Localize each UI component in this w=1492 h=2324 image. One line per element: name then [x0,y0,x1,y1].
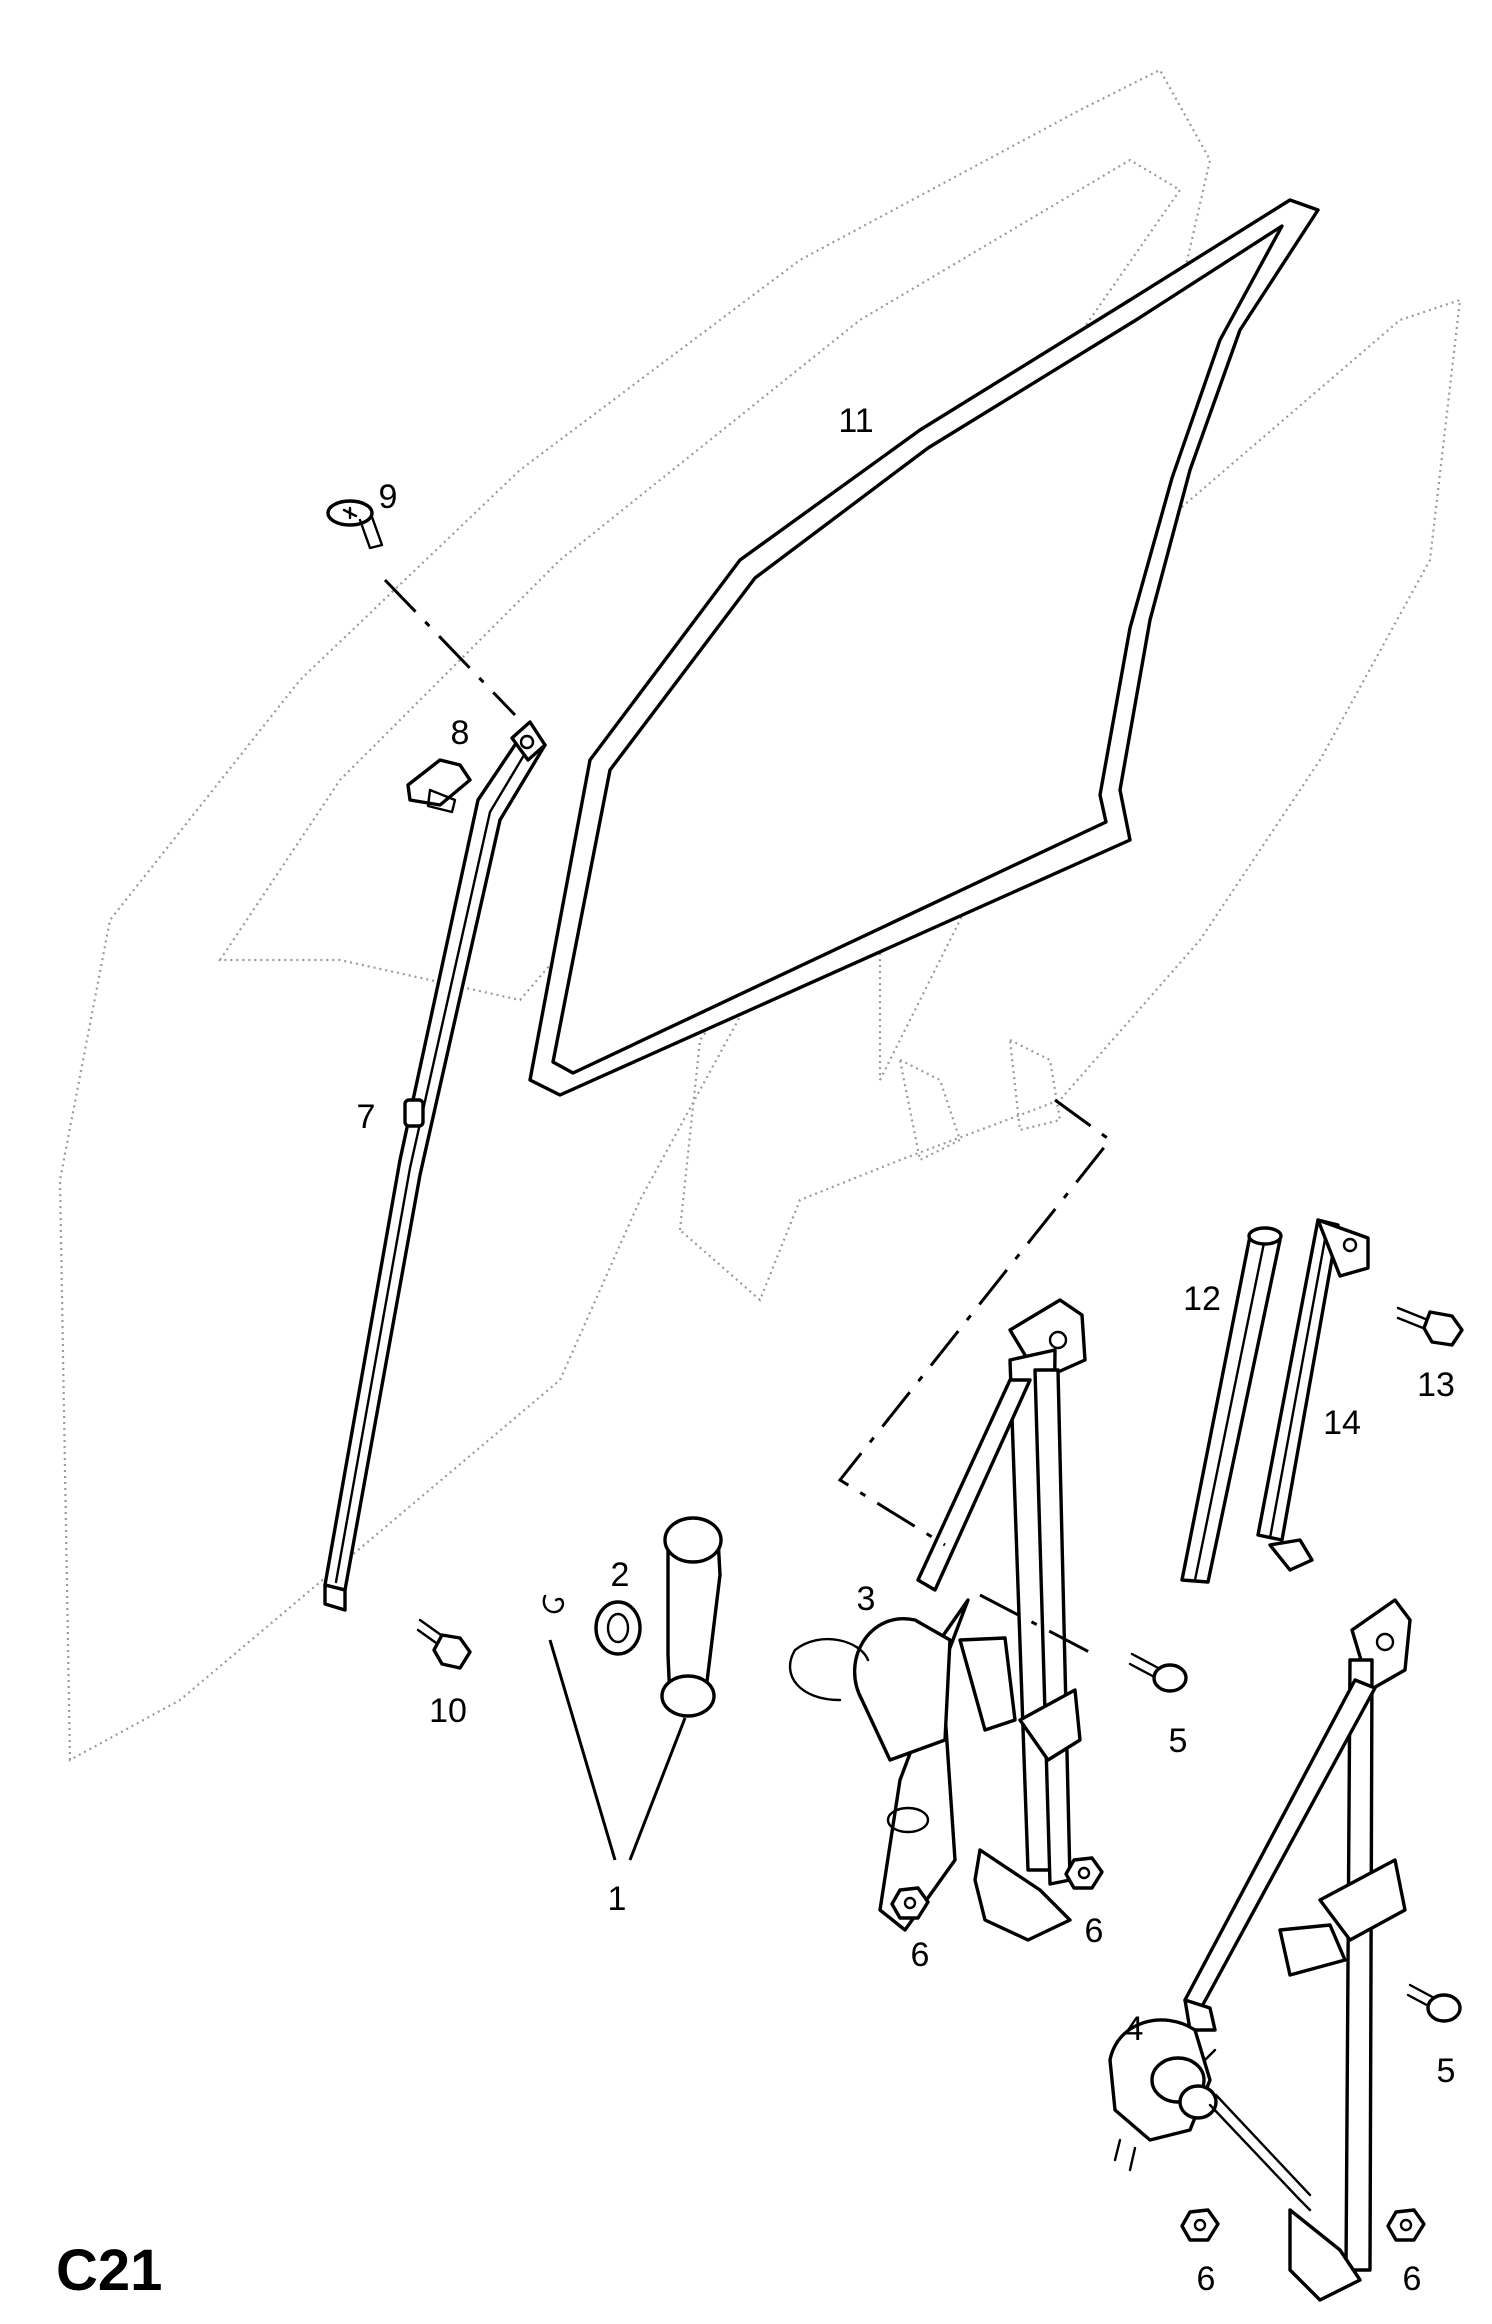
callout-5-lower: 5 [1437,2052,1456,2090]
callout-14: 14 [1323,1404,1361,1442]
nut-6d [1386,2208,1426,2242]
callout-9: 9 [379,478,398,516]
nut-6c [1180,2208,1220,2242]
callout-8: 8 [451,714,470,752]
callout-7: 7 [357,1098,376,1136]
page-code: C21 [56,2238,162,2303]
callout-12: 12 [1183,1280,1221,1318]
callout-6d: 6 [1403,2260,1422,2298]
rear-guide-rail [1256,1218,1370,1572]
leader-1-clip [548,1639,617,1861]
leader-glass-to-regulator [837,1098,1113,1547]
callout-6a: 6 [911,1936,930,1974]
callout-3: 3 [857,1580,876,1618]
callout-6b: 6 [1085,1912,1104,1950]
escutcheon-ring [594,1600,642,1656]
rear-seal-strip [1180,1226,1283,1584]
bolt-5-upper [1128,1652,1188,1693]
callout-10: 10 [429,1692,467,1730]
front-window-channel [323,720,547,1612]
window-glass-seal [528,198,1320,1097]
screw-9 [326,499,384,550]
window-crank-handle [542,1516,723,1718]
callout-11: 11 [838,402,873,440]
bolt-5-lower [1406,1983,1462,2023]
callout-1: 1 [608,1880,627,1918]
leader-9-to-channel [383,578,517,717]
leader-1-handle [628,1717,687,1861]
bolt-13 [1396,1306,1464,1347]
callout-6c: 6 [1197,2260,1216,2298]
nut-6b [1064,1856,1104,1890]
retaining-clip [406,758,472,814]
electric-window-regulator [788,1298,1087,1942]
callout-2: 2 [611,1556,630,1594]
callout-5-upper: 5 [1169,1722,1188,1760]
callout-13: 13 [1417,1366,1455,1404]
callout-4: 4 [1125,2010,1144,2048]
nut-6a [890,1886,930,1920]
leader-bolt5-to-regulator [979,1593,1096,1657]
manual-window-regulator [1108,1598,1412,2302]
bolt-10 [416,1618,472,1670]
